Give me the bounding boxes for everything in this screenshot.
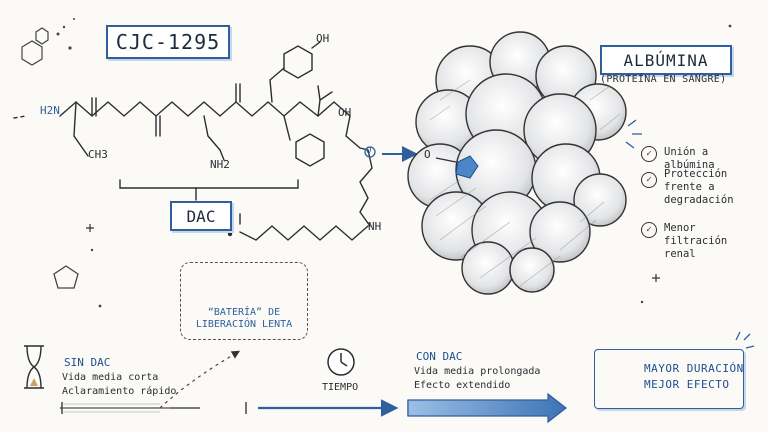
- albumin-o-label: O: [424, 148, 431, 161]
- result-line1: MAYOR DURACIÓN: [644, 362, 744, 375]
- peptide-structure: [13, 41, 373, 241]
- check-icon: ✓: [641, 222, 657, 238]
- clock-icon: [327, 348, 355, 376]
- result-line2: MEJOR EFECTO: [644, 378, 730, 391]
- atom-oh-acid: OH: [338, 106, 352, 119]
- with-dac-title: CON DAC: [416, 350, 463, 363]
- atom-o-ester: O: [366, 146, 372, 156]
- peptide-title: CJC-1295: [106, 25, 230, 59]
- hourglass-icon: [24, 345, 44, 389]
- atom-nh-link: NH: [368, 220, 382, 233]
- result-text: MAYOR DURACIÓN MEJOR EFECTO: [644, 361, 744, 393]
- decorative-sparkle-2: [735, 331, 755, 349]
- atom-ch3: CH3: [88, 148, 108, 161]
- without-dac-title: SIN DAC: [64, 356, 111, 369]
- result-box: [594, 349, 744, 409]
- benefit-item: Menor filtración renal: [664, 222, 728, 260]
- with-dac-line2: Efecto extendido: [414, 380, 511, 391]
- albumin-subtitle: (PROTEÍNA EN SANGRE): [600, 74, 727, 85]
- albumin-title: ALBÚMINA: [600, 45, 732, 75]
- without-dac-line1: Vida media corta: [62, 372, 159, 383]
- atom-oh-top: OH: [316, 32, 330, 45]
- check-icon: ✓: [641, 172, 657, 188]
- without-dac-line2: Aclaramiento rápido: [62, 386, 177, 397]
- benefit-item: Protección frente a degradación: [664, 168, 734, 206]
- check-icon: ✓: [641, 146, 657, 162]
- atom-h2n: H2N: [40, 104, 60, 117]
- binding-site: [455, 155, 479, 179]
- with-dac-line1: Vida media prolongada: [414, 366, 541, 377]
- battery-card: [180, 262, 308, 340]
- decorative-cross: [86, 224, 94, 232]
- albumin-protein: [407, 31, 627, 295]
- decorative-sparkle: [625, 119, 642, 149]
- battery-caption: “BATERÍA” DE LIBERACIÓN LENTA: [186, 307, 302, 331]
- decorative-pentagon: [53, 265, 79, 289]
- decorative-cross-2: [652, 274, 660, 282]
- battery-caption-line2: LIBERACIÓN LENTA: [195, 319, 293, 330]
- battery-caption-line1: “BATERÍA” DE: [207, 307, 281, 318]
- timeline: [60, 392, 567, 424]
- release-arrow: [159, 350, 241, 409]
- atom-nh2: NH2: [210, 158, 230, 171]
- benefit-item: Unión a albúmina: [664, 146, 715, 171]
- decorative-hexagon: [21, 27, 49, 66]
- dac-label: DAC: [170, 201, 232, 231]
- time-label: TIEMPO: [322, 382, 359, 393]
